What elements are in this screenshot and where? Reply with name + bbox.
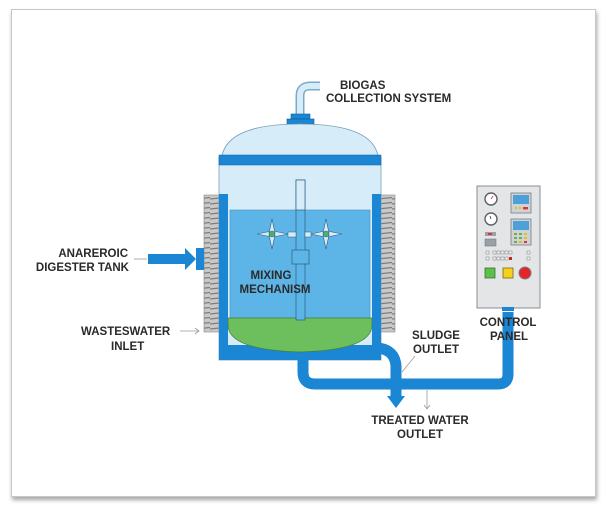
label-wastewater-2: INLET bbox=[111, 341, 144, 353]
green-button bbox=[484, 267, 496, 279]
impeller-right bbox=[304, 218, 343, 250]
label-digester-1: ANAREROIC bbox=[58, 248, 128, 260]
label-treated-1: TREATED WATER bbox=[371, 415, 469, 427]
biogas-pipe bbox=[286, 81, 320, 125]
heating-coil-left bbox=[203, 194, 220, 333]
label-control-2: PANEL bbox=[490, 331, 528, 343]
mixer bbox=[256, 179, 343, 321]
control-panel bbox=[476, 185, 541, 311]
label-mixing-2: MECHANISM bbox=[240, 284, 311, 296]
heating-coil-right bbox=[379, 194, 396, 333]
label-control-1: CONTROL bbox=[480, 317, 537, 329]
red-button bbox=[518, 266, 532, 280]
tank-dome bbox=[221, 123, 379, 157]
label-sludge-2: OUTLET bbox=[413, 344, 459, 356]
yellow-button bbox=[502, 267, 514, 279]
label-biogas-1: BIOGAS bbox=[340, 80, 386, 92]
impeller-left bbox=[256, 218, 297, 250]
label-digester-2: DIGESTER TANK bbox=[36, 262, 130, 274]
sludge-pointer bbox=[401, 355, 416, 373]
label-biogas-2: COLLECTION SYSTEM bbox=[326, 93, 451, 105]
label-wastewater-1: WASTESWATER bbox=[81, 326, 171, 338]
sludge-layer bbox=[227, 317, 373, 353]
inlet-arrow bbox=[148, 248, 204, 270]
label-treated-2: OUTLET bbox=[397, 429, 443, 441]
treated-water-arrow bbox=[387, 396, 405, 408]
outlet-pipes bbox=[297, 312, 514, 398]
label-mixing-1: MIXING bbox=[251, 270, 292, 282]
label-sludge-1: SLUDGE bbox=[412, 330, 460, 342]
wastewater-pointer bbox=[180, 327, 200, 335]
